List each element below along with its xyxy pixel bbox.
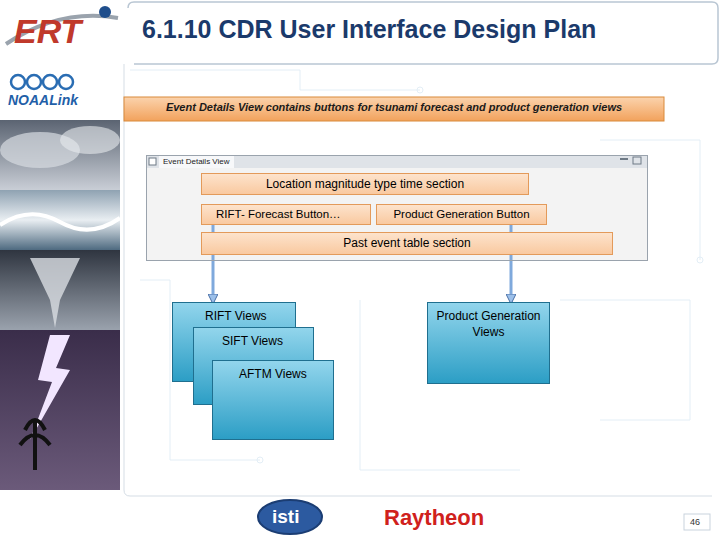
raytheon-logo: Raytheon [384, 505, 484, 531]
minimize-icon [620, 158, 628, 160]
wave [0, 214, 120, 229]
tornado-photo [0, 250, 120, 330]
ring [43, 75, 57, 89]
tree-silhouette [20, 420, 50, 470]
ert-logo: ERT [14, 12, 81, 51]
view-window: Event Details ViewLocation magnitude typ… [146, 155, 648, 261]
box-text: Product Generation Button [383, 208, 540, 220]
page-number-box [684, 514, 710, 530]
wave-photo [0, 190, 120, 250]
box-text: AFTM Views [239, 366, 327, 382]
ring [27, 75, 41, 89]
box-text: RIFT- Forecast Button… [208, 208, 364, 220]
logo-dot [99, 6, 111, 18]
section-box: RIFT- Forecast Button… [201, 204, 371, 225]
box-text: Event Details View contains buttons for … [132, 101, 656, 113]
title-frame [128, 2, 718, 64]
box-text: Past event table section [208, 236, 606, 250]
window-ground [146, 155, 648, 261]
cloud [60, 126, 120, 154]
maximize-icon [633, 157, 641, 164]
circuit-dot [257, 457, 263, 463]
circuit-pattern [130, 70, 703, 470]
box-text: Product Generation Views [434, 308, 543, 340]
tornado [30, 258, 80, 328]
section-box: Product Generation Button [376, 204, 547, 225]
box-text: SIFT Views [222, 333, 307, 349]
tab-label: Event Details View [159, 156, 234, 168]
content-frame [124, 64, 712, 496]
view-box: Product Generation Views [427, 302, 550, 384]
isti-logo-text: isti [272, 506, 299, 528]
box-text: RIFT Views [205, 308, 289, 324]
view-icon [149, 158, 156, 165]
slide-title: 6.1.10 CDR User Interface Design Plan [142, 15, 596, 44]
circuit-dot [697, 257, 703, 263]
window-header [147, 156, 647, 168]
banner-ground [124, 97, 664, 121]
isti-logo [258, 500, 322, 534]
noaa-rings [11, 75, 73, 89]
circuit-dot [417, 87, 423, 93]
noaalink-logo: NOAALink [8, 92, 78, 108]
circuit-line [130, 70, 420, 90]
lightning-photo [0, 330, 120, 490]
section-box: Past event table section [201, 232, 613, 255]
ring [11, 75, 25, 89]
page-number: 46 [690, 517, 700, 527]
section-box: Location magnitude type time section [201, 173, 529, 195]
cloud-photo [0, 120, 120, 190]
ring [59, 75, 73, 89]
circuit-line [560, 300, 690, 420]
banner-band: Event Details View contains buttons for … [124, 97, 664, 121]
box-text: Location magnitude type time section [208, 177, 522, 191]
view-box: AFTM Views [212, 360, 334, 440]
